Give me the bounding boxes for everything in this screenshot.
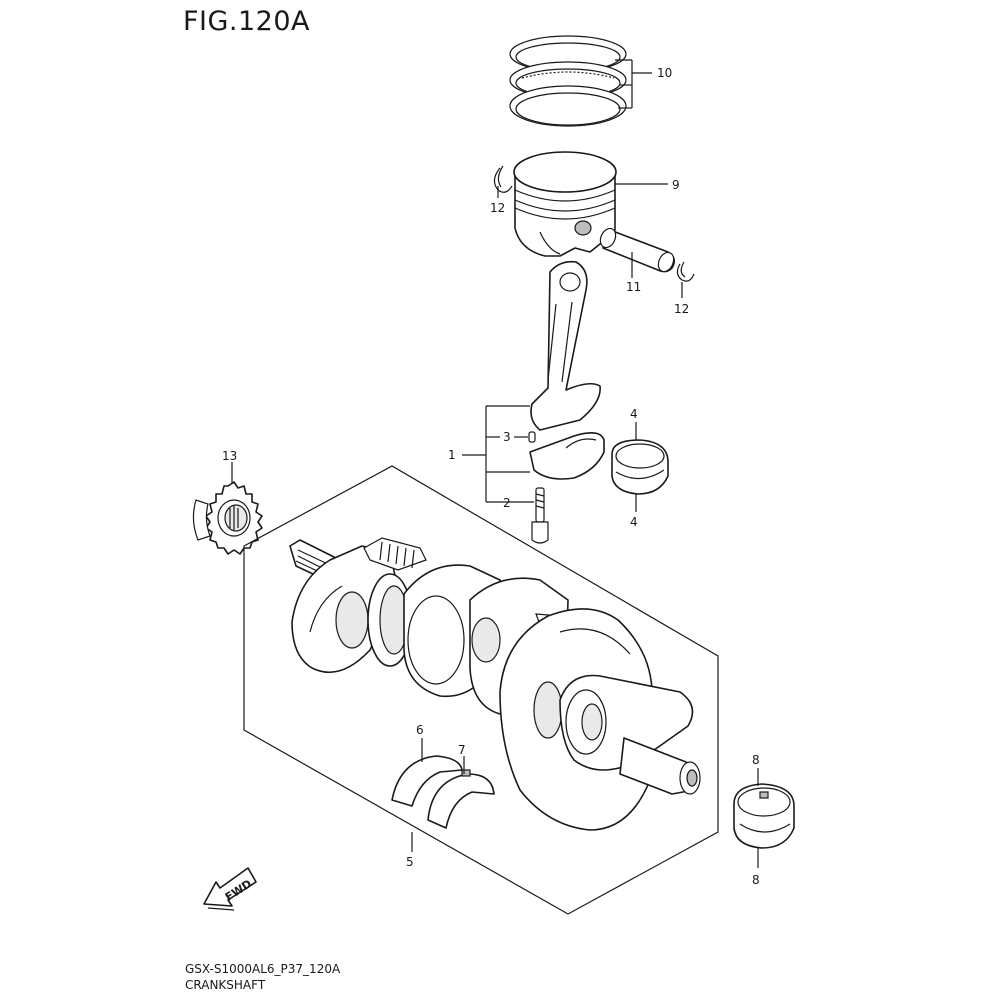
callout-1: 1 (448, 448, 456, 462)
callout-8a: 8 (752, 753, 760, 767)
piston-pin[interactable] (597, 226, 676, 274)
piston-rings[interactable] (509, 35, 627, 127)
crankshaft-assembly-box (243, 465, 719, 915)
piston[interactable] (513, 151, 617, 257)
primary-drive-gear[interactable] (192, 481, 263, 555)
callout-12a: 12 (490, 201, 505, 215)
leader-10 (615, 59, 652, 109)
callout-4a: 4 (630, 407, 638, 421)
crank-main-bearing[interactable] (733, 783, 795, 849)
leader-1 (462, 405, 534, 503)
callout-7: 7 (458, 743, 466, 757)
callout-9: 9 (672, 178, 680, 192)
callout-11: 11 (626, 280, 641, 294)
figure-title: FIG.120A (183, 6, 311, 37)
fwd-arrow-icon: FWD (203, 867, 257, 911)
circlip-right[interactable] (676, 261, 695, 282)
model-code: GSX-S1000AL6_P37_120A (185, 962, 341, 976)
crankshaft[interactable] (289, 537, 701, 831)
conrod-bolt[interactable] (531, 487, 549, 544)
callout-6: 6 (416, 723, 424, 737)
callout-4b: 4 (630, 515, 638, 529)
callout-10: 10 (657, 66, 672, 80)
callout-8b: 8 (752, 873, 760, 887)
callout-5: 5 (406, 855, 414, 869)
crank-thrust-bearing-6[interactable] (391, 755, 463, 807)
circlip-left[interactable] (493, 165, 513, 193)
connecting-rod-cap[interactable] (529, 432, 605, 480)
connecting-rod[interactable] (530, 260, 601, 431)
callout-3: 3 (503, 430, 511, 444)
callout-12b: 12 (674, 302, 689, 316)
callout-2: 2 (503, 496, 511, 510)
callout-13: 13 (222, 449, 237, 463)
conrod-bearing[interactable] (611, 439, 669, 495)
crank-thrust-bearing-7[interactable] (427, 769, 495, 829)
dowel-pin[interactable] (528, 431, 536, 443)
section-name: CRANKSHAFT (185, 978, 266, 992)
